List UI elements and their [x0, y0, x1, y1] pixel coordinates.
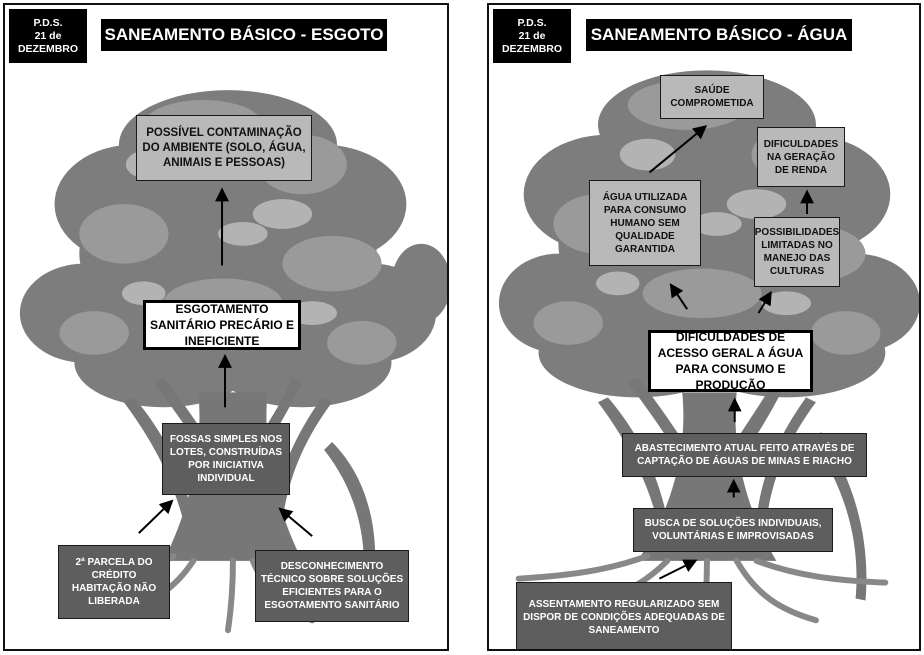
box-busca-solucoes: BUSCA DE SOLUÇÕES INDIVIDUAIS, VOLUNTÁRI… — [633, 508, 833, 552]
badge-line-day: 21 de — [518, 29, 546, 42]
box-assentamento-regularizado: ASSENTAMENTO REGULARIZADO SEM DISPOR DE … — [516, 582, 732, 649]
badge-line-pds: P.D.S. — [33, 16, 63, 29]
box-possibilidades-limitadas: POSSIBILIDADES LIMITADAS NO MANEJO DAS C… — [754, 217, 840, 287]
badge-line-day: 21 de — [34, 29, 62, 42]
panel-esgoto: P.D.S. 21 de DEZEMBRO SANEAMENTO BÁSICO … — [3, 3, 449, 651]
box-dificuldades-renda: DIFICULDADES NA GERAÇÃO DE RENDA — [757, 127, 845, 187]
pds-date-badge: P.D.S. 21 de DEZEMBRO — [493, 9, 571, 63]
badge-line-month: DEZEMBRO — [501, 42, 563, 55]
box-abastecimento-atual: ABASTECIMENTO ATUAL FEITO ATRAVÉS DE CAP… — [622, 433, 867, 477]
panel-title: SANEAMENTO BÁSICO - ESGOTO — [101, 19, 387, 51]
box-segunda-parcela-credito: 2ª PARCELA DO CRÉDITO HABITAÇÃO NÃO LIBE… — [58, 545, 170, 619]
box-esgotamento-sanitario: ESGOTAMENTO SANITÁRIO PRECÁRIO E INEFICI… — [143, 300, 301, 350]
box-agua-utilizada: ÁGUA UTILIZADA PARA CONSUMO HUMANO SEM Q… — [589, 180, 701, 266]
panel-agua: P.D.S. 21 de DEZEMBRO SANEAMENTO BÁSICO … — [487, 3, 921, 651]
badge-line-pds: P.D.S. — [517, 16, 547, 29]
box-possivel-contaminacao: POSSÍVEL CONTAMINAÇÃO DO AMBIENTE (SOLO,… — [136, 115, 312, 181]
box-desconhecimento-tecnico: DESCONHECIMENTO TÉCNICO SOBRE SOLUÇÕES E… — [255, 550, 409, 622]
box-dificuldades-acesso: DIFICULDADES DE ACESSO GERAL A ÁGUA PARA… — [648, 330, 813, 392]
box-saude-comprometida: SAÚDE COMPROMETIDA — [660, 75, 764, 119]
badge-line-month: DEZEMBRO — [17, 42, 79, 55]
box-fossas-simples: FOSSAS SIMPLES NOS LOTES, CONSTRUÍDAS PO… — [162, 423, 290, 495]
pds-date-badge: P.D.S. 21 de DEZEMBRO — [9, 9, 87, 63]
panel-title: SANEAMENTO BÁSICO - ÁGUA — [586, 19, 852, 51]
